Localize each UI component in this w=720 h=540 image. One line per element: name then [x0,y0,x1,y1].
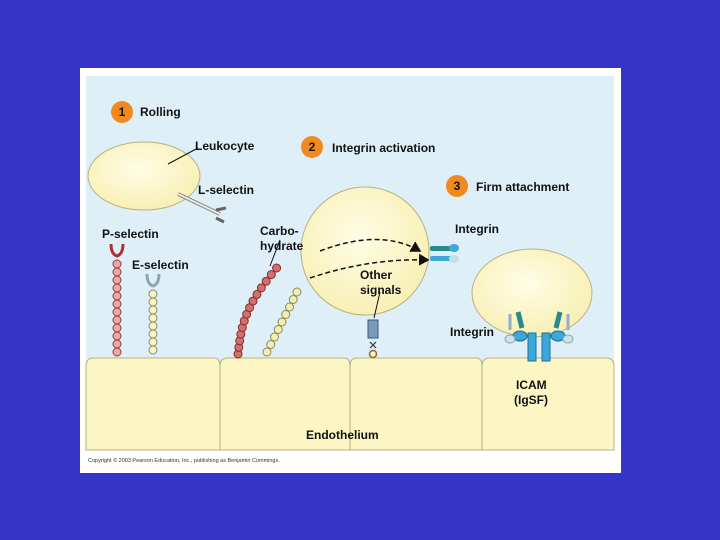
molecule-bead [148,329,158,339]
step-number: 1 [119,105,126,119]
molecule-bead [256,283,266,293]
integrin-active-molecule [430,244,459,263]
molecule-bead [112,339,122,349]
molecule-bead [112,347,122,357]
molecule-bead [112,315,122,325]
molecule-bead [112,291,122,301]
molecule-bead [261,276,271,286]
signal-arrow [309,253,430,279]
molecule-bead [148,289,158,299]
label-other-signals-line2: signals [360,283,402,297]
endothelium-layer [85,357,615,451]
leader-line [373,291,381,319]
molecule-bead [112,307,122,317]
endothelial-receptor [367,319,379,359]
label-other-signals-line1: Other [360,268,392,282]
step-badge [446,175,468,197]
molecule-bead [272,263,282,273]
molecule-bead [112,275,122,285]
molecule-bead [252,289,262,299]
leukocyte-rolling [87,141,201,211]
molecule-bead [273,325,283,334]
step-label: Integrin activation [332,141,435,155]
copyright-notice: Copyright © 2003 Pearson Education, Inc.… [88,457,280,464]
molecule-bead [148,345,158,355]
label-integrin-attached: Integrin [450,325,494,339]
molecule-bead [292,287,302,297]
molecule-bead [112,331,122,341]
step-badge [111,101,133,123]
integrin-icam-complex [504,311,574,362]
molecule-bead [266,270,276,280]
molecule-bead [112,267,122,277]
step-badge [301,136,323,158]
molecule-bead [148,321,158,331]
molecule-bead [148,297,158,307]
e-selectin-molecule [145,273,161,355]
molecule-bead [288,295,298,304]
carbohydrate-chain-tan [262,287,302,357]
molecule-bead [148,313,158,323]
molecule-bead [262,347,272,357]
label-leukocyte: Leukocyte [195,139,255,153]
molecule-bead [148,305,158,315]
label-p-selectin: P-selectin [102,227,159,241]
label-icam-line1: ICAM [516,378,547,392]
molecule-bead [112,323,122,333]
step-number: 3 [454,179,461,193]
step-number: 2 [309,140,316,154]
label-icam-line2: (IgSF) [514,393,548,407]
molecule-bead [281,310,291,319]
label-l-selectin: L-selectin [198,183,254,197]
selectin-head [145,273,161,288]
leukocyte-attached [471,248,593,338]
molecule-bead [285,302,294,312]
leader-line [269,239,281,267]
label-carbohydrate-line1: Carbo- [260,224,299,238]
endothelial-cell [481,357,615,451]
molecule-bead [248,296,258,306]
molecule-bead [112,259,122,269]
molecule-bead [148,337,158,347]
leukocyte-activating [300,186,430,316]
diagram-figure: 1 Rolling 2 Integrin activation 3 Firm a… [80,68,621,473]
step-label: Firm attachment [476,180,569,194]
molecule-bead [270,332,279,342]
molecule-bead [277,317,287,327]
carbohydrate-chain-red [233,263,282,359]
endothelial-cell [85,357,221,451]
molecule-bead [112,283,122,293]
p-selectin-molecule [109,243,125,357]
signal-arrow [319,238,422,252]
label-e-selectin: E-selectin [132,258,189,272]
label-integrin-active: Integrin [455,222,499,236]
molecule-bead [266,340,276,349]
molecule-bead [112,299,122,309]
step-label: Rolling [140,105,181,119]
diagram-canvas: 1 Rolling 2 Integrin activation 3 Firm a… [85,76,615,464]
selectin-head [109,243,125,258]
label-endothelium: Endothelium [306,428,379,442]
leader-line [167,147,199,165]
l-selectin-molecule [177,192,227,224]
label-carbohydrate-line2: hydrate [260,239,304,253]
